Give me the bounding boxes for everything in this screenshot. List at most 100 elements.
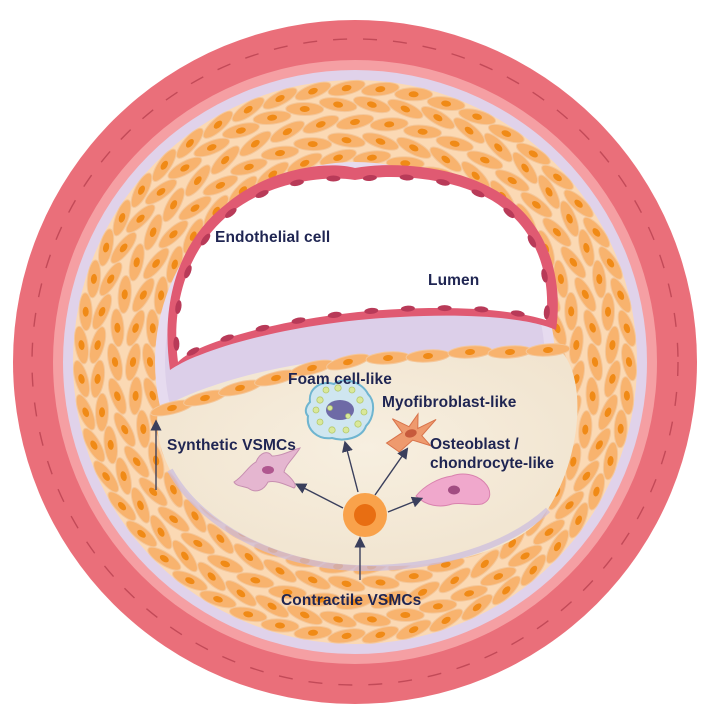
smooth-muscle-cell (78, 292, 93, 332)
smooth-muscle-cell (603, 360, 622, 398)
smooth-muscle-cell (107, 377, 127, 415)
adventitia-dash-ring (31, 38, 679, 686)
smooth-muscle-cell (206, 554, 244, 574)
smooth-muscle-cell (293, 137, 333, 152)
smooth-muscle-cell (573, 460, 600, 493)
endothelial-cell-nucleus (175, 300, 182, 315)
smooth-muscle-cell (125, 520, 158, 548)
smooth-muscle-cell (125, 342, 141, 382)
smooth-muscle-cell (149, 514, 173, 550)
smooth-muscle-cell (598, 246, 623, 280)
arrow-to-foam (341, 440, 359, 493)
smooth-muscle-cell (184, 164, 211, 197)
smooth-muscle-cell (147, 546, 182, 571)
label-myofibroblast-like: Myofibroblast-like (382, 394, 517, 411)
endothelial-cell-nucleus (173, 336, 180, 351)
fibrous-cap-cells (150, 343, 571, 417)
endothelial-cell-nucleus (503, 207, 515, 219)
smooth-muscle-cell (466, 150, 504, 170)
endothelial-cell-nucleus (327, 311, 342, 319)
cap-smooth-muscle-cell (183, 389, 227, 407)
endothelial-cell-nucleus (290, 179, 304, 187)
smooth-muscle-cell (197, 561, 227, 592)
smooth-muscle-cell (82, 427, 106, 463)
smooth-muscle-cell (458, 108, 497, 126)
smooth-muscle-cell (158, 220, 189, 249)
smooth-muscle-cell (293, 625, 333, 640)
smooth-muscle-cell (394, 87, 434, 102)
smooth-muscle-cell (130, 486, 151, 524)
smooth-muscle-cell (229, 606, 268, 623)
smooth-muscle-cell (602, 441, 619, 481)
smooth-muscle-cell (578, 410, 593, 450)
endothelial-cell-nucleus (200, 233, 211, 246)
smooth-muscle-cell (353, 95, 391, 114)
lumen (176, 177, 548, 362)
smooth-muscle-cell (585, 376, 600, 416)
smooth-muscle-cell (361, 575, 400, 590)
smooth-muscle-cell (136, 409, 151, 449)
smooth-muscle-cell (73, 325, 90, 365)
smooth-muscle-cell (138, 477, 168, 507)
smooth-muscle-cell (352, 611, 392, 627)
smooth-muscle-cell (143, 213, 163, 251)
smooth-muscle-cell (587, 472, 606, 511)
smooth-muscle-cell (361, 625, 400, 644)
smooth-muscle-cell (157, 506, 190, 533)
endothelial-cell-nucleus (220, 334, 234, 342)
smooth-muscle-cell (418, 598, 458, 614)
smooth-muscle-cell (450, 585, 489, 602)
label-foam-cell-like: Foam cell-like (288, 371, 392, 388)
smooth-muscle-cell (394, 569, 434, 584)
label-endothelial-cell: Endothelial cell (215, 229, 331, 246)
smooth-muscle-cell (267, 585, 307, 600)
smooth-muscle-cell (75, 394, 96, 431)
endothelial-cell-nucleus (362, 174, 377, 182)
differentiation-arrows (150, 419, 424, 580)
smooth-muscle-cell (202, 110, 234, 139)
endothelial-cell-nucleus (399, 174, 414, 181)
smooth-muscle-cell (327, 132, 366, 148)
smooth-muscle-cell (563, 189, 594, 218)
smooth-muscle-cell (162, 187, 185, 223)
smooth-muscle-cell (110, 308, 125, 348)
label-osteoblast-chondrocyte: Osteoblast / chondrocyte-like (430, 435, 554, 473)
smooth-muscle-cell (532, 519, 566, 546)
myofibroblast-like-cell (385, 412, 437, 453)
smooth-muscle-cell (302, 114, 340, 134)
smooth-muscle-cell (560, 246, 587, 279)
endothelial-cell-nucleus (543, 305, 550, 320)
smooth-muscle-cell (387, 98, 424, 120)
smooth-muscle-cell (574, 276, 597, 312)
smooth-muscle-cell (301, 592, 341, 607)
plaque-lower-edge (167, 468, 551, 572)
smooth-muscle-cell (294, 569, 331, 590)
smooth-muscle-cell (130, 172, 153, 208)
foam-cell-like (304, 379, 374, 441)
smooth-muscle-cell (113, 412, 136, 448)
smooth-muscle-cell (542, 217, 572, 247)
smooth-muscle-cell (470, 549, 500, 579)
plaque-region (157, 350, 578, 567)
smooth-muscle-cell (107, 342, 123, 382)
endothelial-cell-nucleus (255, 324, 270, 332)
endothelial-cell-nucleus (474, 306, 489, 313)
smooth-muscle-cell (507, 544, 543, 568)
endothelial-cell-nucleus (184, 265, 192, 279)
smooth-muscle-cell (107, 491, 137, 522)
smooth-muscle-cell (239, 130, 272, 157)
smooth-muscle-cell (395, 619, 432, 641)
smooth-muscle-cell (260, 618, 300, 633)
smooth-muscle-cell (171, 539, 198, 573)
smooth-muscle-cell (564, 291, 579, 331)
smooth-muscle-cell (610, 277, 632, 314)
smooth-muscle-cell (115, 457, 132, 496)
smooth-muscle-cell (327, 79, 366, 97)
cap-smooth-muscle-cell (254, 369, 298, 387)
smooth-muscle-cell (370, 590, 408, 610)
smooth-muscle-cell (494, 169, 530, 192)
smooth-muscle-cell (123, 445, 150, 478)
smooth-muscle-cell (286, 604, 323, 626)
